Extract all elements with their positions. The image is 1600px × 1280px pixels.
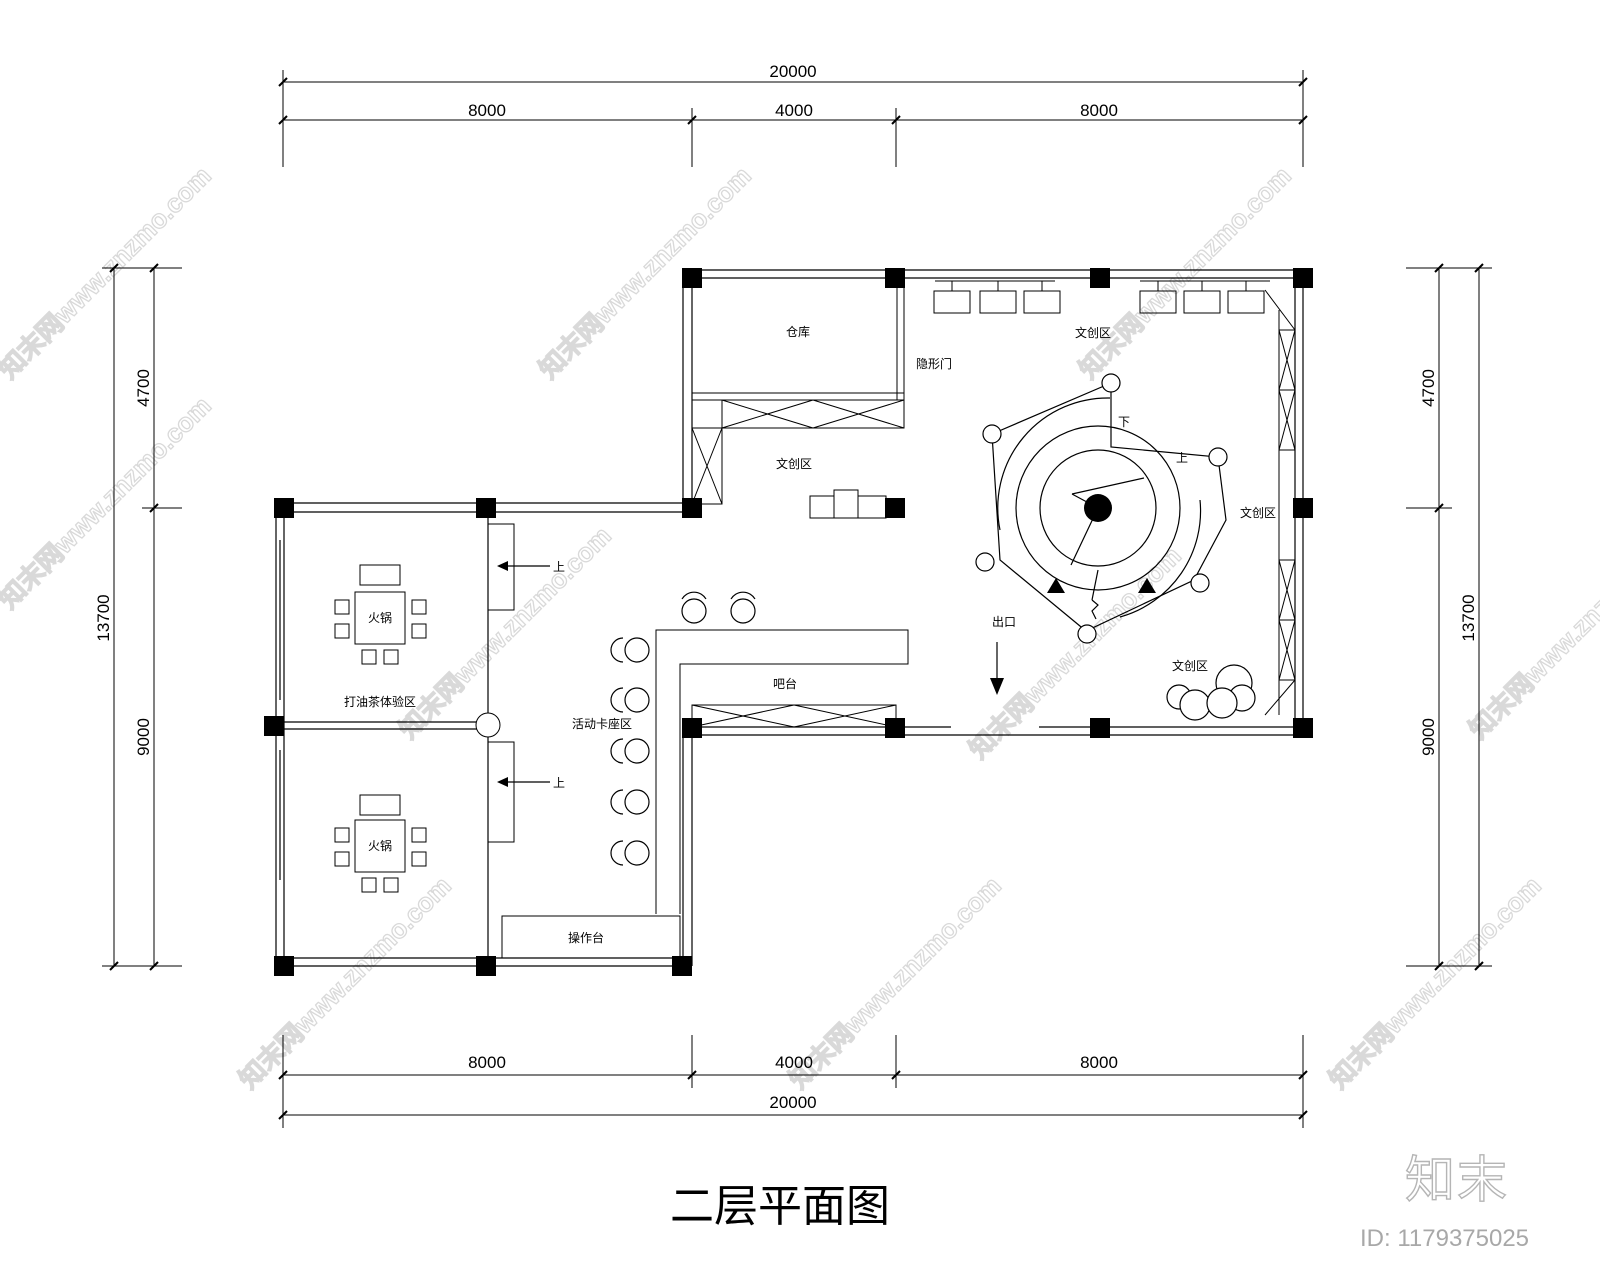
brand-id: ID: 1179375025 — [1360, 1225, 1530, 1252]
dimension-right — [1406, 263, 1492, 971]
dim-top-seg-1: 8000 — [468, 101, 506, 120]
stair-core — [1084, 494, 1112, 522]
dim-right-total: 13700 — [1459, 594, 1478, 641]
columns — [264, 268, 1313, 976]
label-up-stair: 上 — [1176, 451, 1188, 465]
label-creative-zone-right: 文创区 — [1240, 505, 1276, 520]
label-booth: 活动卡座区 — [572, 716, 632, 731]
exit-arrow-icon — [990, 642, 1004, 695]
label-bar: 吧台 — [773, 676, 797, 691]
label-down: 下 — [1118, 415, 1130, 429]
label-mahjong-1: 火锅 — [368, 610, 392, 625]
dim-bottom-total: 20000 — [769, 1093, 816, 1112]
dim-right-seg-1: 4700 — [1419, 369, 1438, 407]
stair-arrow-icon — [1047, 578, 1065, 593]
up-arrow-icon — [497, 561, 550, 787]
dimension-bottom — [278, 1035, 1308, 1128]
watermark-text: 知末网www.znzmo.com — [393, 520, 617, 744]
round-column — [475, 712, 501, 738]
dim-bottom-seg-3: 8000 — [1080, 1053, 1118, 1072]
dim-bottom-seg-2: 4000 — [775, 1053, 813, 1072]
dim-top-seg-3: 8000 — [1080, 101, 1118, 120]
watermark-text: 知末网www.znzmo.com — [0, 390, 217, 614]
walls — [275, 269, 1304, 967]
label-hotpot-zone: 打油茶体验区 — [344, 694, 416, 709]
label-warehouse: 仓库 — [786, 324, 810, 339]
plan-title: 二层平面图 — [670, 1181, 890, 1232]
label-creative-zone-bottom: 文创区 — [1172, 658, 1208, 673]
watermark-text: 知末网www.znzmo.com — [0, 160, 217, 384]
watermarks: 知末网www.znzmo.com 知末网www.znzmo.com 知末网www… — [0, 160, 1600, 1095]
dim-left-total: 13700 — [94, 594, 113, 641]
hotpot-table-2 — [334, 794, 427, 893]
dimension-left — [102, 263, 182, 971]
watermark-text: 知末网www.znzmo.com — [783, 870, 1007, 1094]
stair-arrow-icon — [1138, 578, 1156, 593]
dim-bottom-seg-1: 8000 — [468, 1053, 506, 1072]
display-stand — [809, 489, 887, 519]
operation-counter — [501, 915, 681, 959]
label-creative-zone-left: 文创区 — [776, 456, 812, 471]
label-exit: 出口 — [992, 615, 1016, 629]
label-operation-counter: 操作台 — [568, 930, 604, 945]
lounge-chairs — [1166, 664, 1256, 721]
dimension-top — [278, 70, 1308, 167]
watermark-text: 知末网www.znzmo.com — [1323, 870, 1547, 1094]
bar-counter — [655, 629, 909, 914]
right-shelving — [1264, 289, 1296, 716]
label-creative-zone-top: 文创区 — [1075, 325, 1111, 340]
display-cases — [933, 280, 1270, 314]
left-stairs — [487, 523, 515, 843]
dim-left-seg-1: 4700 — [134, 369, 153, 407]
bar-stools — [610, 591, 756, 866]
stair-nodes — [975, 373, 1228, 644]
hotpot-table-1 — [334, 564, 427, 665]
watermark-text: 知末网www.znzmo.com — [1463, 520, 1600, 744]
label-up: 上 — [553, 776, 565, 790]
label-mahjong-2: 火锅 — [368, 838, 392, 853]
dim-left-seg-2: 9000 — [134, 718, 153, 756]
label-hidden-door: 隐形门 — [916, 356, 952, 371]
brand-logo: 知末 — [1404, 1150, 1509, 1209]
dim-right-seg-2: 9000 — [1419, 718, 1438, 756]
label-up: 上 — [553, 560, 565, 574]
watermark-text: 知末网www.znzmo.com — [533, 160, 757, 384]
watermark-text: 知末网www.znzmo.com — [233, 870, 457, 1094]
warehouse — [691, 278, 905, 505]
dim-top-seg-2: 4000 — [775, 101, 813, 120]
dim-top-total: 20000 — [769, 62, 816, 81]
